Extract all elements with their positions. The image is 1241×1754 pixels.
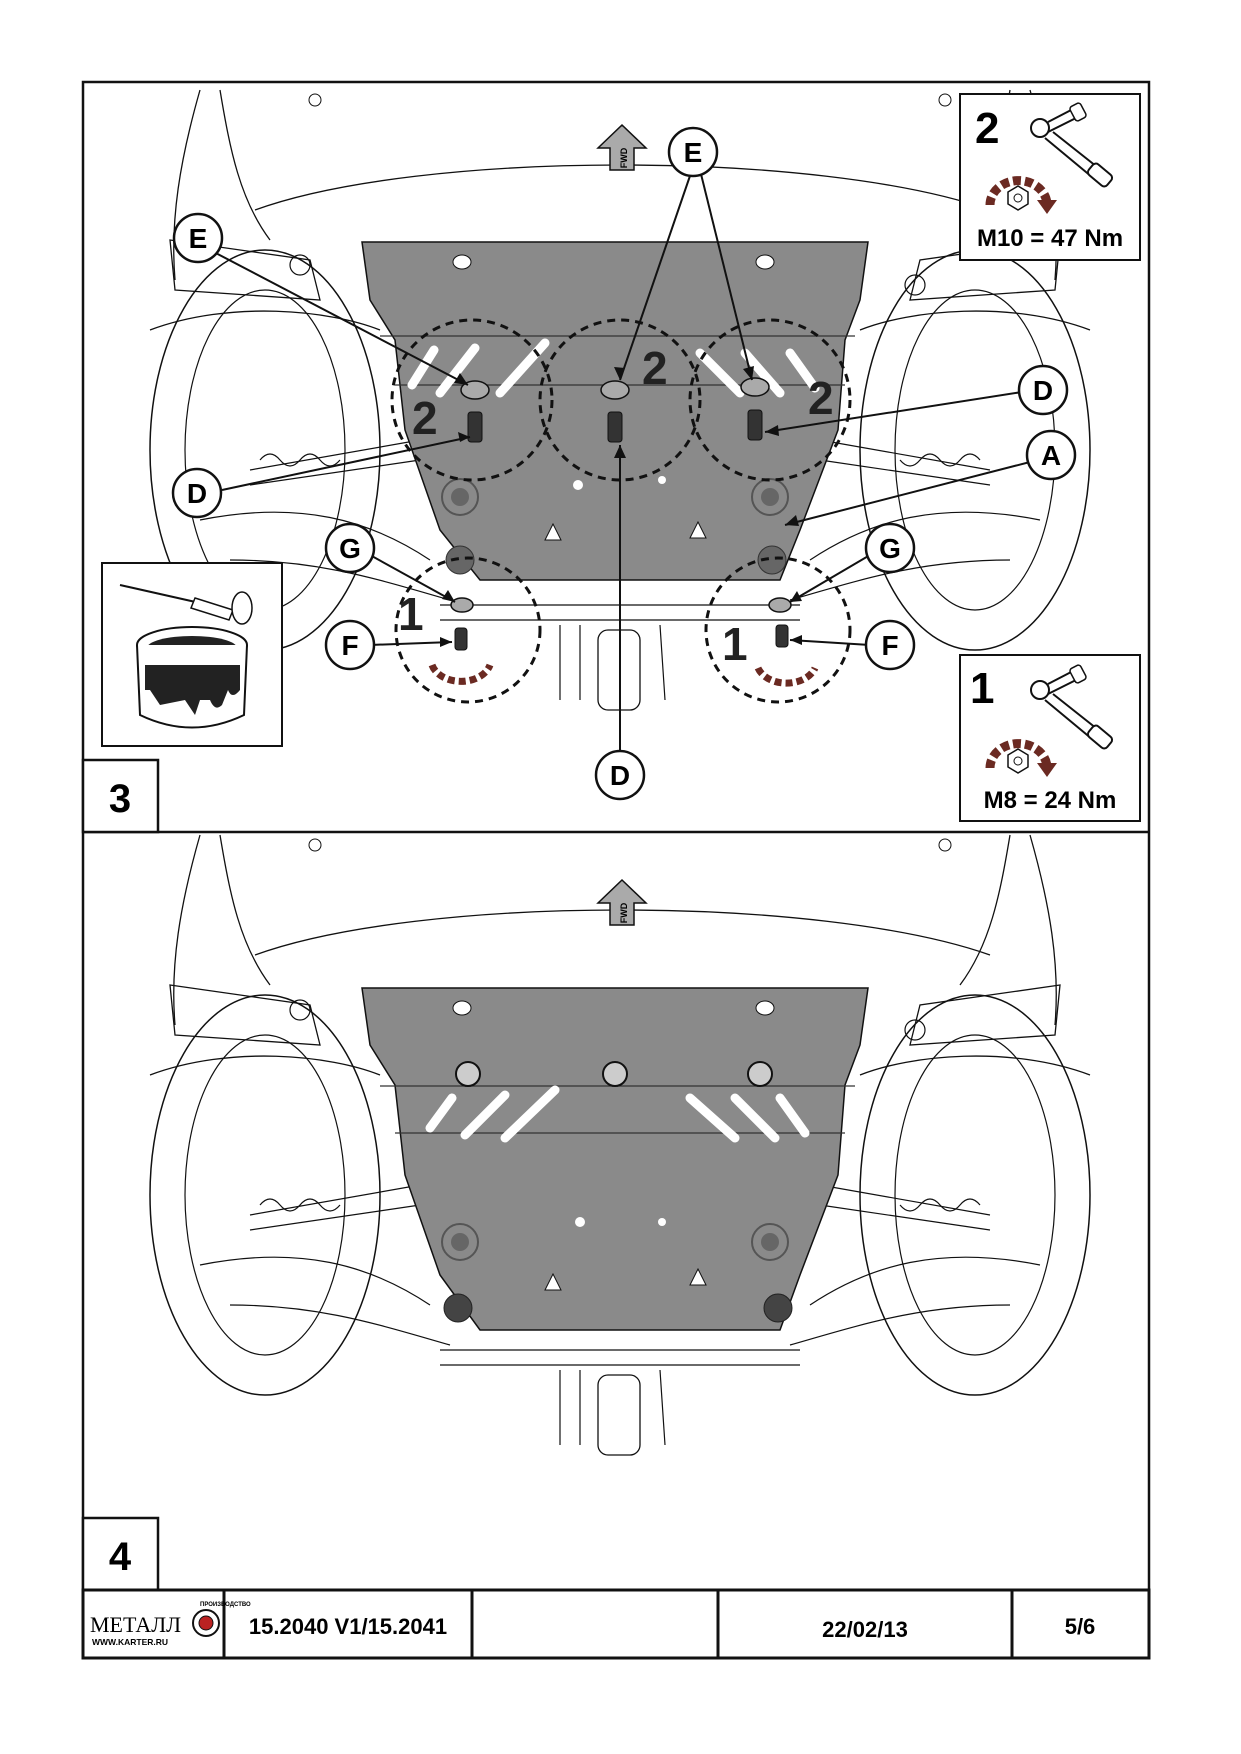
detail-circle-left	[390, 318, 554, 482]
torque-arc-left	[428, 663, 494, 685]
callout-g-right: G	[879, 533, 901, 564]
skid-plate-installed	[361, 987, 869, 1331]
detail-circle-front-left	[394, 556, 542, 704]
callout-d-right: D	[1033, 375, 1053, 406]
detail-circle-right	[688, 318, 852, 482]
fwd-label: FWD	[619, 147, 629, 168]
title-block: МЕТАЛЛ ПРОИЗВОДСТВО WWW.KARTER.RU 15.204…	[81, 1588, 1151, 1660]
step4-number-box	[81, 1516, 160, 1592]
torque-rotation-icon	[985, 176, 1057, 214]
step-mark-right: 2	[808, 372, 834, 424]
fwd-arrow-step4: FWD	[596, 878, 648, 926]
callout-f-right: F	[881, 630, 898, 661]
page-number: 5/6	[1065, 1614, 1096, 1639]
part-number: 15.2040 V1/15.2041	[249, 1614, 447, 1639]
step3-number: 3	[109, 777, 131, 821]
paint-illustration	[101, 562, 283, 747]
wrench-icon	[1030, 664, 1114, 750]
step4-number: 4	[109, 1535, 132, 1579]
step4-panel: FWD 4	[81, 834, 1091, 1592]
skid-plate	[361, 241, 869, 581]
step-mark-front-right: 1	[722, 618, 748, 670]
step-mark-center: 2	[642, 342, 668, 394]
torque-value-m10: M10 = 47 Nm	[977, 225, 1123, 252]
torque-value-m8: M8 = 24 Nm	[984, 787, 1117, 814]
callout-d-left: D	[187, 478, 207, 509]
logo-url: WWW.KARTER.RU	[92, 1637, 168, 1647]
torque-step-number: 2	[975, 104, 999, 153]
step3-panel: FWD	[81, 89, 1141, 834]
torque-box-m10: 2 M10 = 47 Nm	[959, 93, 1141, 261]
callout-g-left: G	[339, 533, 361, 564]
fwd-label: FWD	[619, 902, 629, 923]
detail-circle-center	[538, 318, 702, 482]
torque-step-number: 1	[970, 664, 994, 713]
step3-number-box	[81, 758, 160, 834]
fwd-arrow-step3: FWD	[596, 123, 648, 171]
wrench-icon	[1030, 102, 1114, 188]
callout-f-left: F	[341, 630, 358, 661]
callout-e-top: E	[684, 137, 703, 168]
step-mark-left: 2	[412, 392, 438, 444]
company-logo: МЕТАЛЛ ПРОИЗВОДСТВО WWW.KARTER.RU	[90, 1602, 251, 1647]
logo-text: МЕТАЛЛ	[90, 1612, 181, 1637]
callout-d-bottom: D	[610, 760, 630, 791]
logo-arc: ПРОИЗВОДСТВО	[200, 1602, 251, 1608]
torque-box-m8: 1 M8 = 24 Nm	[959, 654, 1141, 822]
callout-a: A	[1041, 440, 1061, 471]
step-mark-front-left: 1	[398, 588, 424, 640]
document-date: 22/02/13	[822, 1617, 908, 1642]
torque-rotation-icon	[985, 739, 1057, 777]
detail-circle-front-right	[704, 556, 852, 704]
callout-e-left: E	[189, 223, 208, 254]
torque-arc-right	[754, 666, 819, 687]
